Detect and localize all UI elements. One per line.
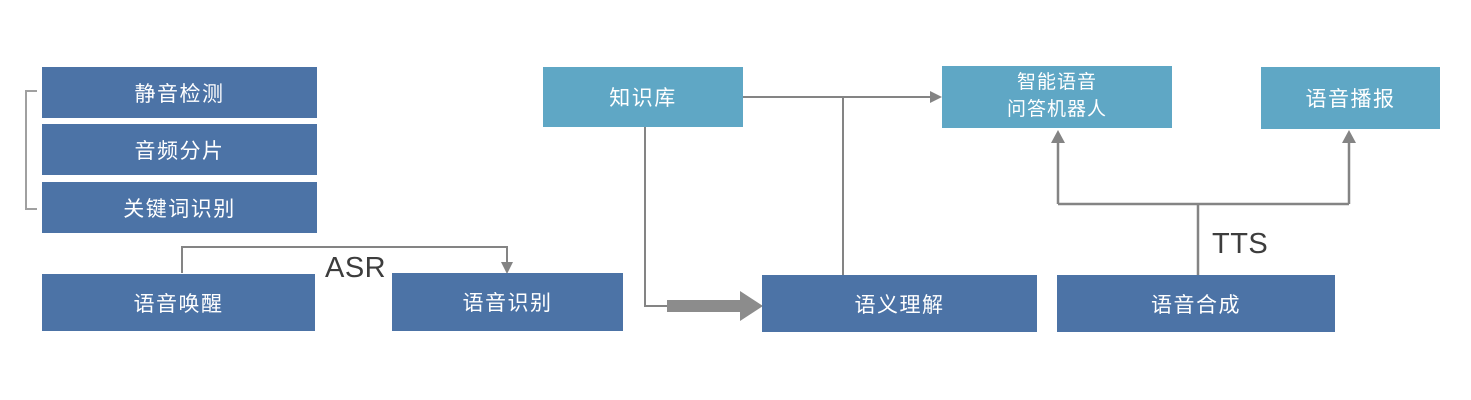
node-speech-recognition: 语音识别 (392, 273, 623, 331)
node-silence-detection: 静音检测 (42, 67, 317, 118)
node-knowledge-base: 知识库 (543, 67, 743, 127)
asr-label: ASR (325, 252, 387, 284)
fork-arrowhead-left-icon (1051, 130, 1065, 143)
thick-arrow-to-semantic-icon (667, 291, 763, 321)
asr-connector-line (181, 246, 508, 273)
node-semantic-understanding: 语义理解 (762, 275, 1037, 332)
node-audio-segmentation: 音频分片 (42, 124, 317, 175)
node-qa-robot: 智能语音 问答机器人 (942, 66, 1172, 128)
tts-fork-lines (1056, 142, 1351, 275)
node-voice-wakeup: 语音唤醒 (42, 274, 315, 331)
fork-arrowhead-right-icon (1342, 130, 1356, 143)
node-voice-broadcast: 语音播报 (1261, 67, 1440, 129)
kb-to-robot-arrowhead-icon (930, 91, 942, 103)
asr-arrowhead-down-icon (501, 262, 513, 274)
kb-down-elbow-line (644, 127, 667, 307)
node-speech-synthesis: 语音合成 (1057, 275, 1335, 332)
tts-label: TTS (1212, 228, 1269, 260)
node-keyword-recognition: 关键词识别 (42, 182, 317, 233)
group-bracket (25, 90, 37, 210)
